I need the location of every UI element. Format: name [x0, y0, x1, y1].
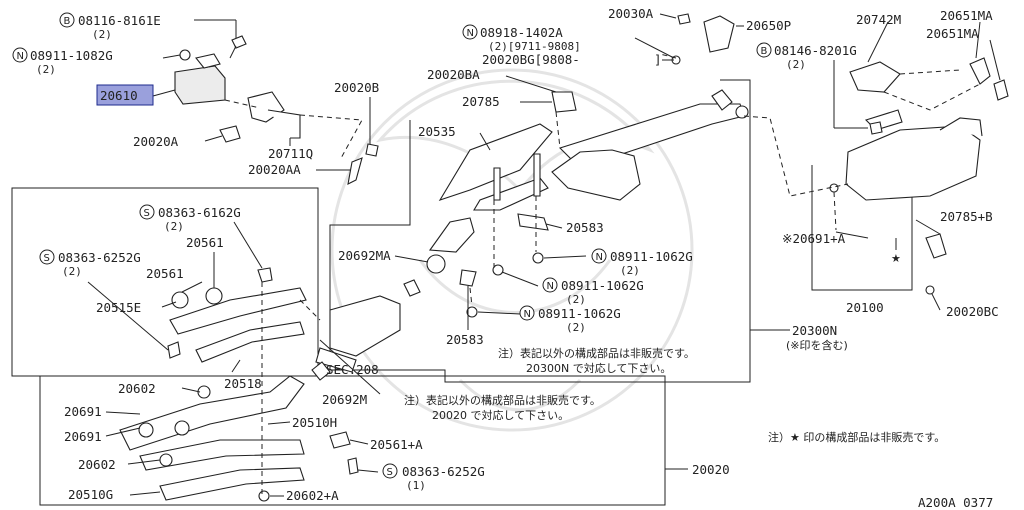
main-muffler-assembly	[743, 57, 1009, 295]
diagram-code: A200A 0377	[918, 495, 993, 510]
bullet-n: N	[467, 28, 474, 39]
label-20602-a[interactable]: 20602	[118, 381, 156, 396]
label-08363-6252G-b-qty: (1)	[406, 479, 426, 492]
label-08918-1402A[interactable]: 08918-1402A	[480, 25, 563, 40]
label-20583-b[interactable]: 20583	[446, 332, 484, 347]
label-08363-6252G-a-qty: (2)	[62, 265, 82, 278]
label-20742M[interactable]: 20742M	[856, 12, 901, 27]
label-20785B[interactable]: 20785+B	[940, 209, 993, 224]
highlight-20610	[96, 84, 154, 106]
label-20583-a[interactable]: 20583	[566, 220, 604, 235]
label-20020BG[interactable]: 20020BG[9808-	[482, 52, 580, 67]
label-08911-1062G-c-qty: (2)	[566, 321, 586, 334]
front-pipe	[169, 287, 307, 335]
label-08363-6252G-b[interactable]: 08363-6252G	[402, 464, 485, 479]
part-20610-rubber	[174, 65, 226, 105]
bullet-n: N	[596, 252, 603, 263]
label-20020BA[interactable]: 20020BA	[427, 67, 480, 82]
label-20020BC[interactable]: 20020BC	[946, 304, 999, 319]
label-20711Q[interactable]: 20711Q	[268, 146, 313, 161]
hanger-assembly	[174, 35, 379, 185]
label-20100[interactable]: 20100	[846, 300, 884, 315]
catalyst-sec208	[329, 295, 401, 357]
lower-y-pipe	[119, 375, 305, 451]
note-20020-line1: 注）表記以外の構成部品は非販売です。	[404, 393, 601, 407]
label-08363-6162G-qty: (2)	[164, 220, 184, 233]
center-pipe-assembly	[403, 13, 749, 318]
note-20300N-line1: 注）表記以外の構成部品は非販売です。	[498, 346, 695, 360]
box-20020-lower	[39, 375, 666, 506]
label-20691-a[interactable]: 20691	[64, 404, 102, 419]
label-08911-1062G-a[interactable]: 08911-1062G	[610, 249, 693, 264]
label-20510H[interactable]: 20510H	[292, 415, 337, 430]
label-20691-b[interactable]: 20691	[64, 429, 102, 444]
front-pipe-assembly	[119, 267, 359, 502]
label-20300N[interactable]: 20300N	[792, 323, 837, 338]
label-20535[interactable]: 20535	[418, 124, 456, 139]
bullet-n: N	[17, 51, 24, 62]
part-labels: 08116-8161E (2) 08911-1082G (2) 20610 20…	[30, 6, 999, 503]
label-20300N-sub: (※印を含む)	[786, 338, 848, 352]
label-08911-1062G-c[interactable]: 08911-1062G	[538, 306, 621, 321]
note-20020-line2: 20020 で対応して下さい。	[432, 408, 569, 422]
label-20510G[interactable]: 20510G	[68, 487, 113, 502]
label-20561-b[interactable]: 20561	[146, 266, 184, 281]
bullet-s: S	[144, 208, 150, 219]
bullet-n: N	[547, 281, 554, 292]
label-08918-1402A-note: (2)[9711-9808]	[488, 40, 581, 53]
box-20300N	[329, 79, 751, 383]
label-08911-1062G-b[interactable]: 08911-1062G	[561, 278, 644, 293]
label-20602-b[interactable]: 20602	[78, 457, 116, 472]
label-20785[interactable]: 20785	[462, 94, 500, 109]
part-20535-heatshield	[438, 123, 553, 201]
note-star: 注）★ 印の構成部品は非販売です。	[768, 430, 945, 444]
label-08911-1062G-b-qty: (2)	[566, 293, 586, 306]
group-boxes	[11, 79, 913, 506]
label-20602A[interactable]: 20602+A	[286, 488, 339, 503]
label-08146-8201G-qty: (2)	[786, 58, 806, 71]
label-20518[interactable]: 20518	[224, 376, 262, 391]
label-20692MA[interactable]: 20692MA	[338, 248, 391, 263]
label-20561A[interactable]: 20561+A	[370, 437, 423, 452]
label-08363-6252G-a[interactable]: 08363-6252G	[58, 250, 141, 265]
bullet-s: S	[44, 253, 50, 264]
label-20610[interactable]: 20610	[100, 88, 138, 103]
label-08911-1082G-qty: (2)	[36, 63, 56, 76]
label-20030A[interactable]: 20030A	[608, 6, 654, 21]
bullet-b: B	[64, 16, 71, 27]
box-20100	[811, 165, 913, 291]
label-20020B[interactable]: 20020B	[334, 80, 379, 95]
label-20561-a[interactable]: 20561	[186, 235, 224, 250]
label-20020BG-close: ]	[654, 52, 662, 67]
label-08911-1082G[interactable]: 08911-1082G	[30, 48, 113, 63]
bullet-n: N	[524, 309, 531, 320]
bullet-s: S	[387, 467, 393, 478]
label-20020[interactable]: 20020	[692, 462, 730, 477]
note-20300N-line2: 20300N で対応して下さい。	[526, 361, 671, 375]
label-20020AA[interactable]: 20020AA	[248, 162, 301, 177]
leader-lines	[87, 13, 1001, 497]
label-20692M[interactable]: 20692M	[322, 392, 367, 407]
label-20515E[interactable]: 20515E	[96, 300, 141, 315]
label-08146-8201G[interactable]: 08146-8201G	[774, 43, 857, 58]
main-muffler	[845, 125, 981, 201]
label-20020A[interactable]: 20020A	[133, 134, 179, 149]
label-20650P[interactable]: 20650P	[746, 18, 791, 33]
label-08911-1062G-a-qty: (2)	[620, 264, 640, 277]
label-sec208[interactable]: SEC.208	[326, 362, 379, 377]
bullet-b: B	[761, 46, 768, 57]
label-08116-8161E-qty: (2)	[92, 28, 112, 41]
label-08363-6162G[interactable]: 08363-6162G	[158, 205, 241, 220]
star-marker: ★	[891, 252, 901, 265]
label-20691A[interactable]: ※20691+A	[782, 231, 846, 246]
notes: 注）表記以外の構成部品は非販売です。 20300N で対応して下さい。 注）表記…	[404, 346, 993, 510]
catalyst-assembly	[311, 295, 401, 381]
label-20651MA-1[interactable]: 20651MA	[940, 8, 993, 23]
label-08116-8161E[interactable]: 08116-8161E	[78, 13, 161, 28]
prefix-markers: B N N B S S N N N S	[12, 12, 772, 479]
label-20651MA-2[interactable]: 20651MA	[926, 26, 979, 41]
